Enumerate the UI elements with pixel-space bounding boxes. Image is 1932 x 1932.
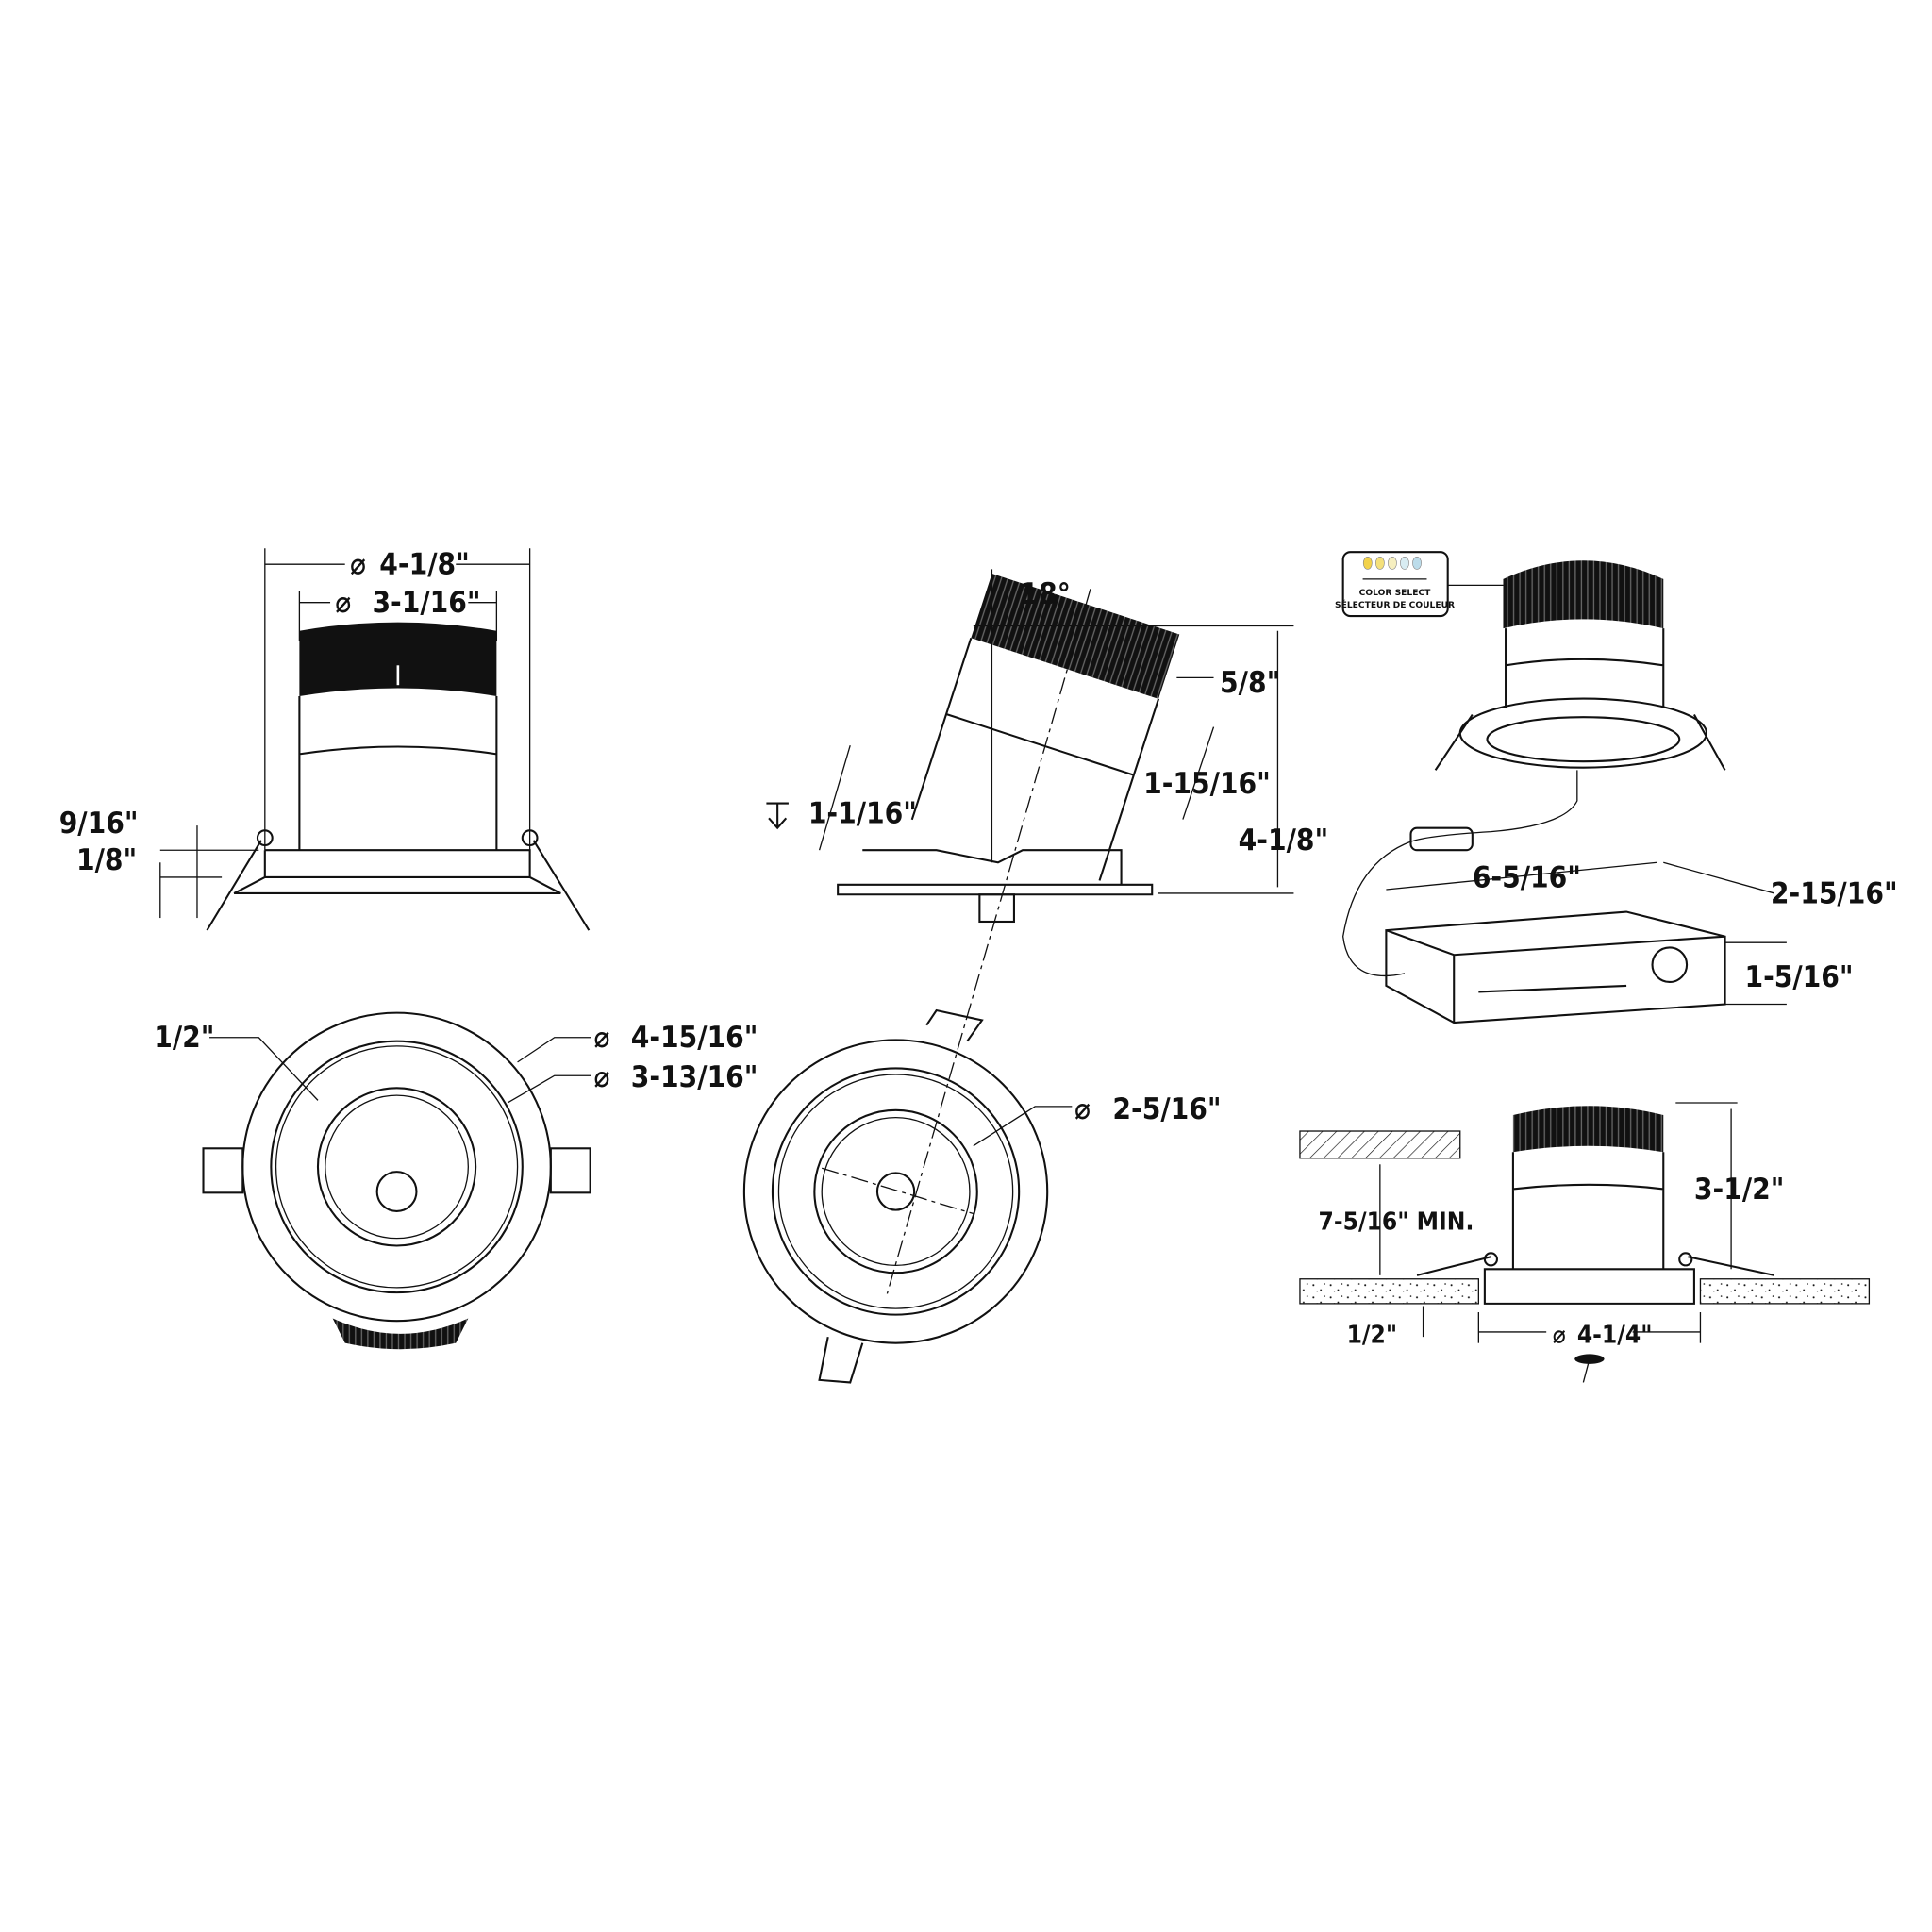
driver-length: 6-5/16" bbox=[1473, 860, 1581, 894]
bottom-outer-diameter: 4-15/16" bbox=[631, 1021, 758, 1055]
driver-width: 2-15/16" bbox=[1771, 876, 1898, 910]
bottom-aperture-diameter: 3-13/16" bbox=[631, 1060, 758, 1094]
total-height: 4-1/8" bbox=[1239, 824, 1329, 858]
trim-width: 1/2" bbox=[154, 1021, 214, 1055]
diameter-symbol: ⌀ bbox=[1074, 1092, 1091, 1126]
trim-depth: 5/8" bbox=[1220, 666, 1280, 700]
front-flange-thickness: 1/8" bbox=[76, 843, 137, 877]
color-select-fr: SÉLECTEUR DE COULEUR bbox=[1335, 599, 1455, 610]
install-height: 3-1/2" bbox=[1694, 1173, 1785, 1207]
front-view: ⌀ 4-1/8" ⌀ 3-1/16" 9/16" 1/8" bbox=[59, 548, 591, 931]
front-inner-diameter: 3-1/16" bbox=[372, 586, 480, 620]
heat-sink-offset: 1-15/16" bbox=[1143, 767, 1271, 801]
diameter-symbol: ⌀ bbox=[594, 1021, 610, 1055]
diameter-symbol: ⌀ bbox=[1553, 1322, 1566, 1350]
diameter-symbol: ⌀ bbox=[335, 586, 351, 620]
lens-diameter: 2-5/16" bbox=[1112, 1092, 1221, 1126]
driver-height: 1-5/16" bbox=[1744, 960, 1853, 994]
below-ceiling: 1-1/16" bbox=[808, 796, 917, 830]
diameter-symbol: ⌀ bbox=[350, 548, 366, 582]
tilt-angle: 18° bbox=[1020, 577, 1070, 611]
installation-view: 3-1/2" 7-5/16" MIN. 1/2" ⌀ 4-1/4" bbox=[1299, 1102, 1871, 1383]
front-outer-diameter: 4-1/8" bbox=[379, 548, 470, 582]
driver-box-view: COLOR SELECT SÉLECTEUR DE COULEUR 6-5/16… bbox=[1335, 551, 1898, 1024]
diameter-symbol: ⌀ bbox=[594, 1060, 610, 1094]
cct-swatches bbox=[1362, 557, 1422, 570]
bottom-tilt-view: ⌀ 2-5/16" bbox=[742, 1008, 1222, 1384]
cutout-diameter: 4-1/4" bbox=[1577, 1322, 1653, 1350]
front-flange-height: 9/16" bbox=[59, 807, 139, 841]
color-select-badge bbox=[1341, 551, 1449, 618]
ceiling-thickness: 1/2" bbox=[1347, 1322, 1398, 1350]
bottom-view: 1/2" ⌀ 4-15/16" ⌀ 3-13/16" bbox=[154, 1011, 758, 1350]
install-clearance: 7-5/16" MIN. bbox=[1319, 1208, 1474, 1237]
side-tilt-view: 18° 5/8" 1-15/16" 1-1/16" 4-1/8" bbox=[766, 569, 1329, 1294]
color-select-en: COLOR SELECT bbox=[1359, 589, 1431, 598]
